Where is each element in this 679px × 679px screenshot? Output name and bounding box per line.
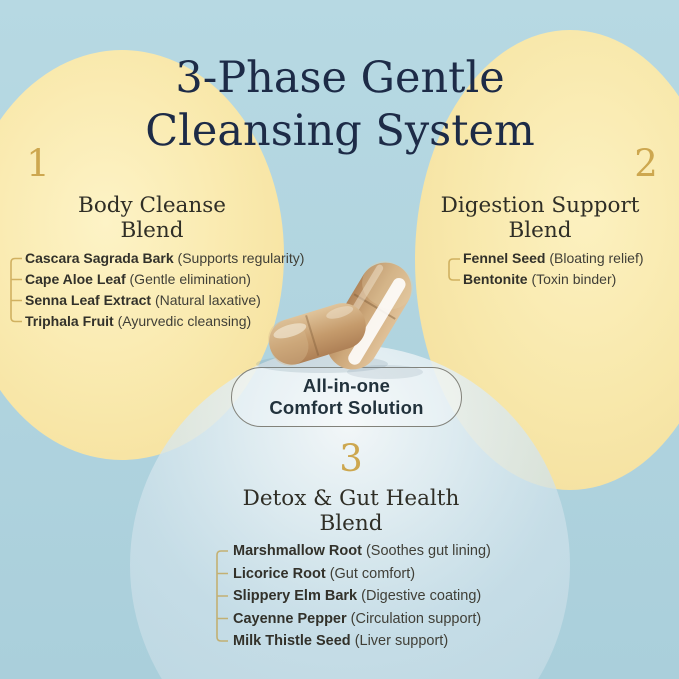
ingredient-item: Milk Thistle Seed (Liver support) bbox=[233, 630, 491, 653]
ingredient-name: Fennel Seed bbox=[463, 250, 546, 266]
ingredient-desc: (Natural laxative) bbox=[154, 292, 261, 308]
phase-number-2: 2 bbox=[634, 142, 658, 185]
heading1-line1: Body Cleanse bbox=[78, 193, 226, 218]
ingredient-desc: (Toxin binder) bbox=[531, 271, 617, 287]
ingredient-name: Licorice Root bbox=[233, 565, 326, 582]
ingredient-desc: (Supports regularity) bbox=[177, 250, 305, 266]
phase-number-1: 1 bbox=[26, 142, 50, 185]
capsule-lying-icon bbox=[268, 303, 366, 366]
ingredient-desc: (Soothes gut lining) bbox=[365, 543, 491, 559]
ingredient-item: Fennel Seed (Bloating relief) bbox=[463, 248, 644, 269]
ingredient-item: Cascara Sagrada Bark (Supports regularit… bbox=[25, 248, 304, 269]
center-label-line2: Comfort Solution bbox=[269, 397, 424, 418]
ingredient-name: Triphala Fruit bbox=[25, 313, 114, 329]
title-line2: Cleansing System bbox=[145, 106, 535, 156]
ingredient-name: Cape Aloe Leaf bbox=[25, 271, 126, 287]
ingredient-item: Senna Leaf Extract (Natural laxative) bbox=[25, 290, 304, 311]
blend-heading-digestion-support: Digestion Support Blend bbox=[420, 193, 660, 243]
center-label-line1: All-in-one bbox=[302, 375, 391, 396]
blend-heading-body-cleanse: Body Cleanse Blend bbox=[32, 193, 272, 243]
heading2-line2: Blend bbox=[508, 217, 572, 243]
heading3-line1: Detox & Gut Health bbox=[242, 486, 460, 511]
title-line1: 3-Phase Gentle bbox=[175, 53, 505, 103]
ingredient-list-body-cleanse: Cascara Sagrada Bark (Supports regularit… bbox=[25, 248, 304, 332]
ingredient-desc: (Bloating relief) bbox=[549, 250, 644, 266]
ingredient-name: Bentonite bbox=[463, 271, 528, 287]
circle-detox-gut-health bbox=[130, 345, 570, 679]
bracket-list-2 bbox=[448, 258, 460, 281]
ingredient-name: Milk Thistle Seed bbox=[233, 633, 351, 649]
ingredient-item: Slippery Elm Bark (Digestive coating) bbox=[233, 585, 491, 608]
ingredient-desc: (Liver support) bbox=[354, 633, 449, 649]
ingredient-list-detox-gut-health: Marshmallow Root (Soothes gut lining) Li… bbox=[233, 540, 491, 653]
page-title: 3-Phase Gentle Cleansing System bbox=[40, 52, 640, 158]
ingredient-item: Licorice Root (Gut comfort) bbox=[233, 563, 491, 586]
ingredient-name: Cayenne Pepper bbox=[233, 610, 347, 627]
ingredient-item: Triphala Fruit (Ayurvedic cleansing) bbox=[25, 311, 304, 332]
ingredient-item: Marshmallow Root (Soothes gut lining) bbox=[233, 540, 491, 563]
ingredient-item: Cayenne Pepper (Circulation support) bbox=[233, 608, 491, 631]
ingredient-name: Marshmallow Root bbox=[233, 543, 362, 559]
heading3-line2: Blend bbox=[319, 510, 383, 536]
ingredient-desc: (Gentle elimination) bbox=[129, 271, 251, 287]
circle-digestion-support bbox=[415, 30, 679, 490]
ingredient-desc: (Digestive coating) bbox=[361, 588, 482, 604]
ingredient-name: Senna Leaf Extract bbox=[25, 292, 152, 308]
bracket-list-1 bbox=[10, 257, 22, 323]
ingredient-name: Cascara Sagrada Bark bbox=[25, 250, 174, 266]
circle-body-cleanse bbox=[0, 50, 284, 460]
blend-heading-detox-gut-health: Detox & Gut Health Blend bbox=[191, 486, 511, 536]
ingredient-list-digestion-support: Fennel Seed (Bloating relief) Bentonite … bbox=[463, 248, 644, 290]
ingredient-item: Bentonite (Toxin binder) bbox=[463, 269, 644, 290]
bracket-list-3 bbox=[216, 550, 228, 642]
heading1-line2: Blend bbox=[120, 217, 184, 243]
ingredient-item: Cape Aloe Leaf (Gentle elimination) bbox=[25, 269, 304, 290]
ingredient-desc: (Circulation support) bbox=[350, 610, 482, 627]
heading2-line1: Digestion Support bbox=[440, 193, 640, 218]
ingredient-desc: (Gut comfort) bbox=[329, 565, 416, 582]
ingredient-desc: (Ayurvedic cleansing) bbox=[117, 313, 252, 329]
capsule-shadow-2 bbox=[347, 365, 423, 379]
phase-number-3: 3 bbox=[339, 437, 363, 480]
ingredient-name: Slippery Elm Bark bbox=[233, 588, 358, 604]
